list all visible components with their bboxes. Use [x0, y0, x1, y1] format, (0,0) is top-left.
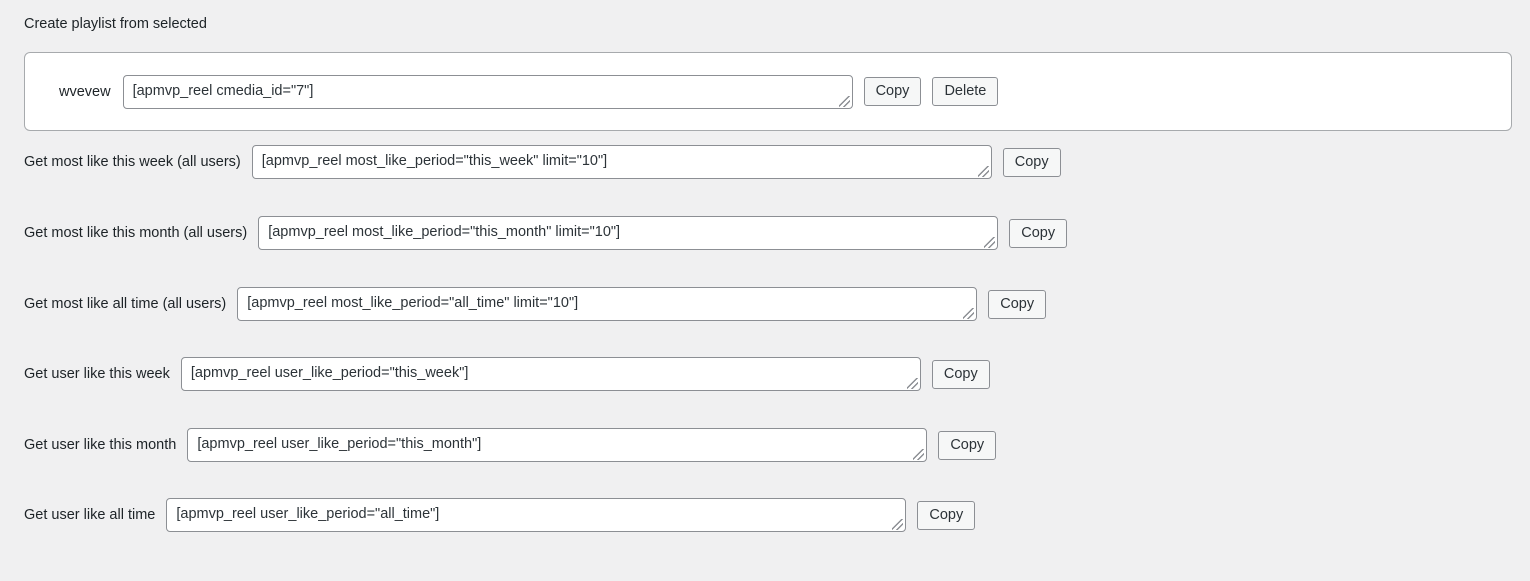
shortcode-row-user-like-this-week: Get user like this week [apmvp_reel user… — [24, 357, 990, 391]
shortcode-row-most-like-this-month: Get most like this month (all users) [ap… — [24, 216, 1068, 250]
playlist-copy-button[interactable]: Copy — [863, 77, 922, 106]
copy-button[interactable]: Copy — [938, 430, 997, 460]
playlist-shortcode-textarea[interactable]: [apmvp_reel cmedia_id="7"] — [122, 74, 853, 109]
shortcode-textarea[interactable]: [apmvp_reel user_like_period="this_month… — [187, 428, 928, 462]
row-label: Get most like this month (all users) — [24, 225, 248, 241]
row-label: Get most like this week (all users) — [24, 154, 241, 170]
shortcode-textarea[interactable]: [apmvp_reel user_like_period="this_week"… — [180, 357, 921, 391]
shortcode-textarea[interactable]: [apmvp_reel most_like_period="this_month… — [258, 216, 999, 250]
shortcode-row-user-like-this-month: Get user like this month [apmvp_reel use… — [24, 428, 997, 462]
copy-button[interactable]: Copy — [1002, 147, 1061, 177]
shortcode-row-most-like-this-week: Get most like this week (all users) [apm… — [24, 145, 1061, 179]
shortcode-row-user-like-all-time: Get user like all time [apmvp_reel user_… — [24, 498, 976, 532]
copy-button[interactable]: Copy — [988, 289, 1047, 319]
row-label: Get most like all time (all users) — [24, 296, 227, 312]
page-title: Create playlist from selected — [24, 16, 207, 32]
create-playlist-panel: wvevew [apmvp_reel cmedia_id="7"] Copy D… — [24, 52, 1512, 131]
playlist-delete-button[interactable]: Delete — [932, 77, 999, 106]
shortcode-row-most-like-all-time: Get most like all time (all users) [apmv… — [24, 287, 1047, 321]
copy-button[interactable]: Copy — [931, 359, 990, 389]
row-label: Get user like this week — [24, 366, 170, 382]
row-label: Get user like all time — [24, 507, 156, 523]
shortcode-textarea[interactable]: [apmvp_reel most_like_period="all_time" … — [237, 287, 978, 321]
shortcode-textarea[interactable]: [apmvp_reel user_like_period="all_time"] — [166, 498, 907, 532]
copy-button[interactable]: Copy — [1009, 218, 1068, 248]
playlist-name-label: wvevew — [59, 83, 111, 100]
row-label: Get user like this month — [24, 437, 177, 453]
copy-button[interactable]: Copy — [917, 500, 976, 530]
shortcode-textarea[interactable]: [apmvp_reel most_like_period="this_week"… — [251, 145, 992, 179]
